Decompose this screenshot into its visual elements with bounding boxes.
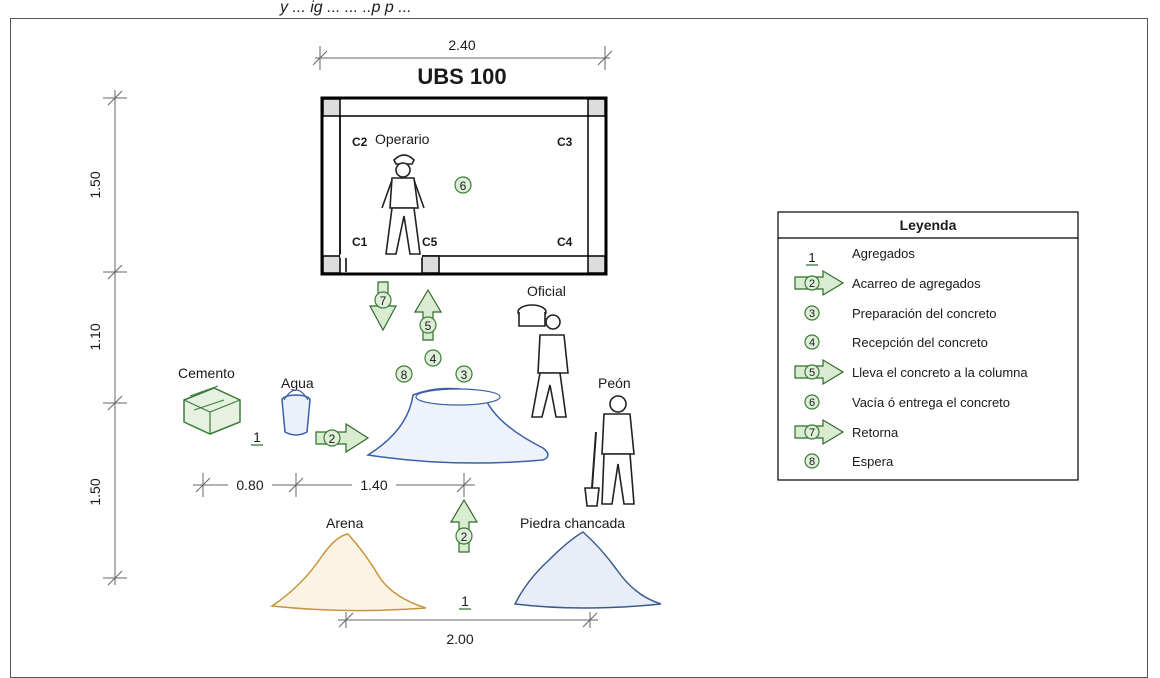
legend-title: Leyenda bbox=[900, 217, 957, 233]
svg-text:2: 2 bbox=[461, 530, 468, 544]
svg-text:2: 2 bbox=[809, 278, 815, 290]
legend-label-4: Recepción del concreto bbox=[852, 335, 988, 350]
legend-symbol-2: 2 bbox=[794, 269, 845, 297]
site-layout-diagram: y ... ig ... ... ..p p ... 2.40 UBS 100 … bbox=[87, 0, 1079, 647]
water-bucket bbox=[281, 389, 311, 436]
column-c3: C3 bbox=[557, 135, 573, 149]
legend-symbol-5: 5 bbox=[794, 358, 845, 386]
dim-cement-water: 0.80 bbox=[236, 477, 263, 493]
svg-text:1: 1 bbox=[808, 250, 815, 265]
legend-symbol-6: 6 bbox=[804, 394, 820, 410]
arrow-2-up: 2 bbox=[449, 498, 479, 553]
svg-text:4: 4 bbox=[809, 337, 815, 349]
legend-label-5: Lleva el concreto a la columna bbox=[852, 365, 1028, 380]
arrow-2-right: 2 bbox=[315, 422, 370, 454]
aggregate-marker-left: 1 bbox=[253, 429, 261, 445]
partial-title: y ... ig ... ... ..p p ... bbox=[279, 0, 412, 16]
column-c2: C2 bbox=[352, 135, 368, 149]
svg-text:5: 5 bbox=[425, 319, 432, 333]
column-c5: C5 bbox=[422, 235, 438, 249]
dimension-bottom bbox=[338, 612, 598, 628]
aggregate-marker-bottom: 1 bbox=[461, 593, 469, 609]
arena-label: Arena bbox=[326, 515, 364, 531]
legend-label-7: Retorna bbox=[852, 425, 899, 440]
dimension-top: 2.40 bbox=[312, 37, 613, 70]
dimension-middle bbox=[193, 473, 475, 497]
piedra-label: Piedra chancada bbox=[520, 515, 625, 531]
concrete-mix-pile bbox=[365, 387, 549, 464]
dim-water-mix: 1.40 bbox=[360, 477, 387, 493]
svg-text:2.40: 2.40 bbox=[448, 37, 475, 53]
svg-text:7: 7 bbox=[380, 294, 387, 308]
arrow-5-up: 5 bbox=[413, 288, 443, 341]
svg-text:4: 4 bbox=[430, 352, 437, 366]
legend-label-6: Vacía ó entrega el concreto bbox=[852, 395, 1010, 410]
dimension-left bbox=[103, 90, 127, 586]
oficial-label: Oficial bbox=[527, 283, 566, 299]
legend-symbol-7: 7 bbox=[794, 418, 845, 446]
arrow-7-down: 7 bbox=[368, 281, 398, 332]
svg-text:5: 5 bbox=[809, 367, 815, 379]
legend-symbol-1: 1 bbox=[806, 250, 818, 266]
svg-text:6: 6 bbox=[809, 397, 815, 409]
legend-symbol-4: 4 bbox=[804, 334, 820, 350]
svg-text:8: 8 bbox=[401, 368, 408, 382]
marker-3 bbox=[455, 365, 473, 383]
svg-text:3: 3 bbox=[809, 308, 815, 320]
sand-pile bbox=[269, 533, 427, 612]
marker-8 bbox=[395, 365, 413, 383]
stone-pile bbox=[513, 531, 662, 609]
legend-label-1: Agregados bbox=[852, 246, 915, 261]
column-c1: C1 bbox=[352, 235, 368, 249]
oficial-figure bbox=[517, 304, 569, 418]
dim-width-bottom: 2.00 bbox=[446, 631, 473, 647]
legend-label-8: Espera bbox=[852, 454, 894, 469]
column-c4: C4 bbox=[557, 235, 573, 249]
legend-label-3: Preparación del concreto bbox=[852, 306, 997, 321]
svg-text:3: 3 bbox=[461, 368, 468, 382]
marker-6 bbox=[454, 176, 472, 194]
operario-figure bbox=[381, 154, 425, 255]
peon-label: Peón bbox=[598, 375, 631, 391]
dim-height-bottom: 1.50 bbox=[87, 478, 103, 505]
legend-label-2: Acarreo de agregados bbox=[852, 276, 981, 291]
marker-4 bbox=[424, 349, 442, 367]
plan-title: UBS 100 bbox=[417, 64, 506, 89]
peon-figure bbox=[584, 395, 635, 507]
operario-label: Operario bbox=[375, 131, 430, 147]
cemento-label: Cemento bbox=[178, 365, 235, 381]
plan-walls bbox=[320, 96, 608, 276]
svg-text:2: 2 bbox=[329, 432, 336, 446]
svg-text:8: 8 bbox=[809, 456, 815, 468]
dim-height-top: 1.50 bbox=[87, 171, 103, 198]
svg-text:7: 7 bbox=[809, 427, 815, 439]
legend-symbol-3: 3 bbox=[804, 305, 820, 321]
dim-height-mid: 1.10 bbox=[87, 323, 103, 350]
cement-bags bbox=[183, 385, 241, 435]
agua-label: Agua bbox=[281, 375, 314, 391]
legend-symbol-8: 8 bbox=[804, 453, 820, 469]
svg-text:6: 6 bbox=[460, 179, 467, 193]
